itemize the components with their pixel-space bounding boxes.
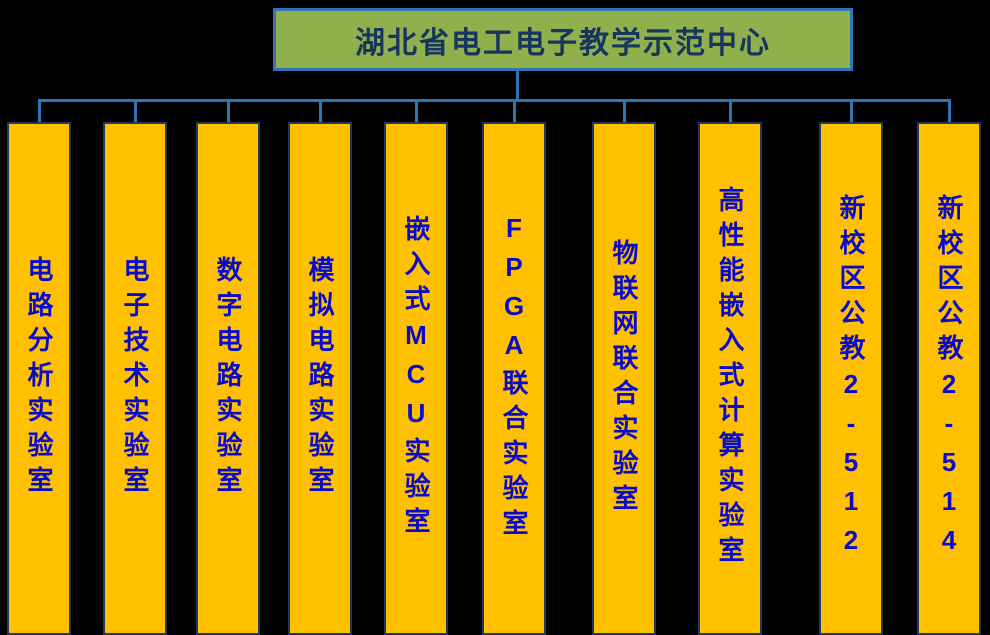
center-title-box: 湖北省电工电子教学示范中心 <box>273 8 853 71</box>
lab-label: 模拟电路实验室 <box>305 256 335 501</box>
lab-label: 高性能嵌入式计算实验室 <box>715 186 745 571</box>
lab-label: 物联网联合实验室 <box>609 238 639 519</box>
connector-stub-2 <box>134 99 137 124</box>
lab-label: FPGA联合实验室 <box>499 213 529 544</box>
center-title: 湖北省电工电子教学示范中心 <box>355 26 771 60</box>
lab-label: 电路分析实验室 <box>24 256 54 501</box>
lab-box-embedded-mcu: 嵌入式MCU实验室 <box>384 122 448 635</box>
lab-box-fpga-joint: FPGA联合实验室 <box>482 122 546 635</box>
connector-stem <box>516 70 519 101</box>
lab-box-hp-embedded-computing: 高性能嵌入式计算实验室 <box>698 122 762 635</box>
lab-box-new-campus-2-512: 新校区公教2-512 <box>819 122 883 635</box>
connector-stub-4 <box>319 99 322 124</box>
lab-label: 新校区公教2-512 <box>836 193 866 564</box>
connector-stub-1 <box>38 99 41 124</box>
connector-horizontal-line <box>38 99 950 102</box>
lab-label: 嵌入式MCU实验室 <box>401 215 431 542</box>
connector-stub-10 <box>948 99 951 124</box>
lab-box-analog-circuit: 模拟电路实验室 <box>288 122 352 635</box>
lab-label: 电子技术实验室 <box>120 256 150 501</box>
connector-stub-5 <box>415 99 418 124</box>
lab-label: 新校区公教2-514 <box>934 193 964 564</box>
lab-box-circuit-analysis: 电路分析实验室 <box>7 122 71 635</box>
connector-stub-3 <box>227 99 230 124</box>
connector-stub-7 <box>623 99 626 124</box>
lab-box-digital-circuit: 数字电路实验室 <box>196 122 260 635</box>
lab-label: 数字电路实验室 <box>213 256 243 501</box>
connector-stub-8 <box>729 99 732 124</box>
lab-box-electronic-technology: 电子技术实验室 <box>103 122 167 635</box>
lab-box-iot-joint: 物联网联合实验室 <box>592 122 656 635</box>
connector-stub-6 <box>513 99 516 124</box>
connector-stub-9 <box>850 99 853 124</box>
lab-box-new-campus-2-514: 新校区公教2-514 <box>917 122 981 635</box>
